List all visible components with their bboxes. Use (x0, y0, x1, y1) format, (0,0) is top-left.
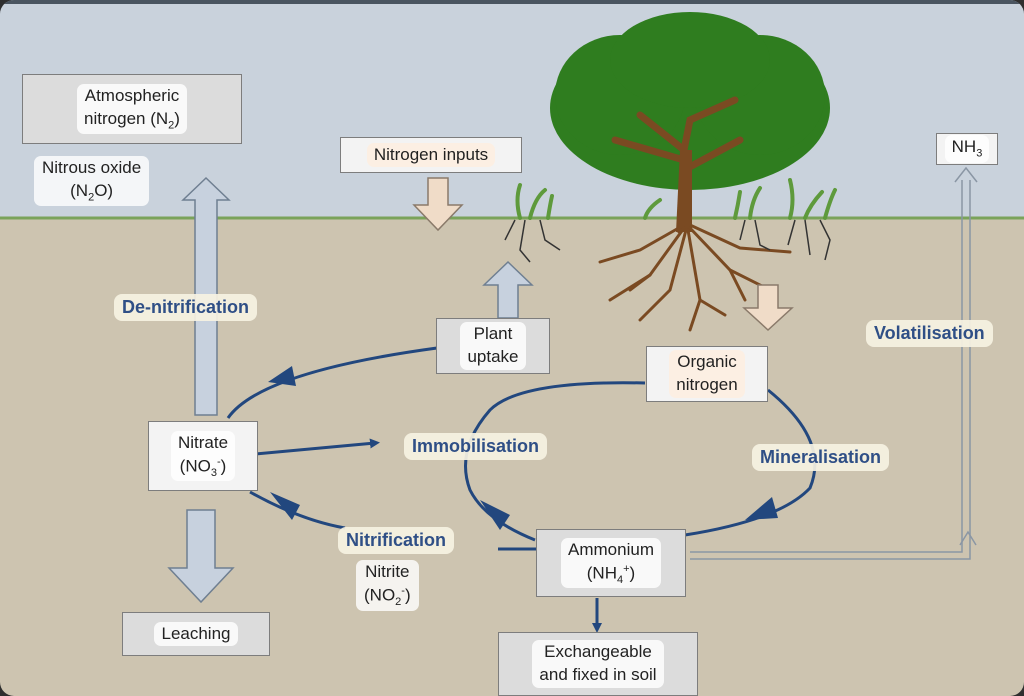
mineralisation-label: Mineralisation (752, 444, 890, 471)
plant-uptake-arrow (482, 260, 534, 319)
volatilisation-arrow (690, 166, 978, 560)
nitrous-line2a: (N (70, 180, 89, 200)
plant-uptake-box: Plant uptake (436, 318, 550, 374)
plant-uptake-line1: Plant (473, 324, 513, 344)
nitrate-line2b: ) (220, 456, 227, 476)
leaching-label: Leaching (154, 621, 238, 647)
nitrite-line1: Nitrite (365, 562, 410, 581)
ammonium-sub: 4 (616, 573, 624, 586)
nitrification-label: Nitrification (338, 527, 455, 554)
ammonium-sup: + (623, 562, 630, 575)
nitrogen-inputs-arrow (412, 177, 464, 232)
plant-uptake-line2: uptake (467, 347, 519, 366)
nitrogen-inputs-box: Nitrogen inputs (340, 137, 522, 173)
nitrate-line2a: (NO (179, 456, 211, 476)
atmospheric-end: ) (174, 108, 180, 128)
tree-icon (550, 12, 830, 332)
cycle-arrowheads (268, 366, 778, 530)
immobilisation-label: Immobilisation (404, 433, 548, 460)
nitrate-line1: Nitrate (177, 432, 229, 452)
nitrous-line2b: O) (94, 180, 114, 200)
exchangeable-box: Exchangeable and fixed in soil (498, 632, 698, 696)
organic-line2: nitrogen (676, 375, 738, 394)
organic-nitrogen-box: Organic nitrogen (646, 346, 768, 402)
atmospheric-line1: Atmospheric (84, 85, 180, 105)
ammonium-line1: Ammonium (568, 539, 654, 559)
grass-icon (515, 178, 837, 220)
nitrogen-inputs-label: Nitrogen inputs (366, 142, 496, 168)
litter-arrow (742, 284, 794, 332)
nitrous-line1: Nitrous oxide (42, 158, 142, 177)
leaching-arrow (167, 509, 235, 604)
volatilisation-label: Volatilisation (866, 320, 993, 347)
ammonium-line2a: (NH (586, 563, 617, 583)
leaching-box: Leaching (122, 612, 270, 656)
nitrite-sup: - (401, 584, 405, 597)
organic-line1: Organic (677, 352, 737, 372)
nh3-sub: 3 (976, 147, 983, 160)
exchangeable-line2: and fixed in soil (539, 665, 657, 684)
nitrite-label: Nitrite (NO2-) (356, 560, 419, 611)
nitrate-box: Nitrate (NO3-) (148, 421, 258, 491)
nitrous-oxide-label: Nitrous oxide (N2O) (34, 156, 150, 207)
atmospheric-sub: 2 (168, 119, 175, 132)
nitrate-sub: 3 (210, 466, 217, 479)
atmospheric-line2: nitrogen (N (84, 108, 169, 128)
grass-root-icon (504, 219, 831, 263)
ammonium-box: Ammonium (NH4+) (536, 529, 686, 597)
denitrification-label: De-nitrification (114, 294, 258, 321)
ammonium-line2b: ) (629, 563, 636, 583)
exchangeable-line1: Exchangeable (544, 642, 652, 662)
top-edge-bar (0, 0, 1024, 4)
nitrite-sub: 2 (395, 595, 402, 608)
atmospheric-nitrogen-box: Atmospheric nitrogen (N2) (22, 74, 242, 144)
nitrous-sub: 2 (88, 191, 95, 204)
nh3-box: NH3 (936, 133, 998, 165)
nitrite-line2b: ) (404, 585, 411, 605)
nitrite-line2a: (NO (364, 585, 396, 605)
nh3-label: NH (951, 137, 977, 157)
nitrate-sup: - (216, 455, 221, 468)
